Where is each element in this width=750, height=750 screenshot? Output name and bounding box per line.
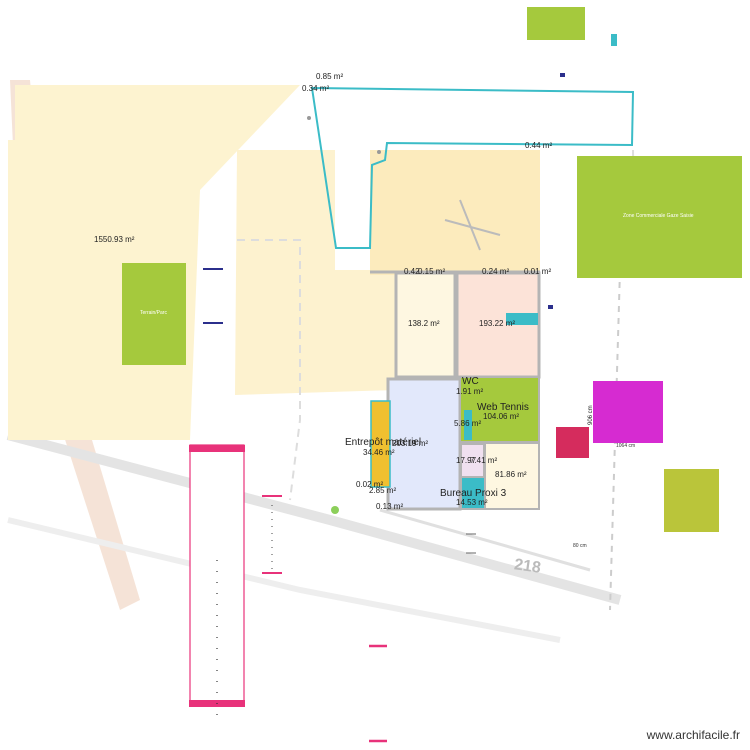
label-area-1453: 14.53 m²	[456, 498, 488, 507]
room-bureau	[460, 476, 486, 510]
label-area-042: 0.42	[404, 267, 420, 276]
label-area-741: 7.41 m²	[470, 456, 498, 465]
label-area-001: 0.01 m²	[524, 267, 552, 276]
crimson-zone	[556, 427, 589, 458]
x-mark-1	[444, 199, 501, 251]
road-line-3	[379, 508, 591, 572]
label-area-044: 0.44 m²	[525, 141, 553, 150]
watermark-link[interactable]: www.archifacile.fr	[646, 728, 740, 742]
small-cyan-block	[464, 410, 472, 440]
dashed-line-1	[237, 239, 301, 501]
label-dim-906: 906 cm	[588, 405, 594, 425]
label-area-20319: 203.19 m²	[392, 439, 429, 448]
room-entrepot	[370, 400, 391, 488]
label-area-586: 5.86 m²	[454, 419, 482, 428]
room-8186	[484, 442, 540, 510]
magenta-zone	[593, 381, 663, 443]
label-area-8186: 81.86 m²	[495, 470, 527, 479]
label-entrepot: Entrepôt matériel	[345, 437, 422, 448]
yard-zone	[235, 150, 395, 395]
label-web-tennis: Web Tennis	[477, 402, 529, 413]
label-wc: WC	[462, 376, 479, 387]
site-zone	[8, 85, 300, 440]
cyan-tiny	[611, 34, 617, 46]
yard-zone-2	[370, 150, 540, 275]
green-dot	[331, 506, 339, 514]
label-area-034: 0.34 m²	[302, 84, 330, 93]
label-dim-1064: 1064 cm	[616, 443, 636, 449]
road-number: 218	[513, 556, 542, 577]
green-zone-commerciale	[577, 156, 742, 278]
label-terrain: Terrain/Parc	[140, 310, 167, 316]
label-area-3446: 34.46 m²	[363, 448, 395, 457]
label-bureau: Bureau Proxi 3	[440, 488, 507, 499]
label-area-1382: 138.2 m²	[408, 319, 440, 328]
green-zone-top	[527, 7, 585, 40]
road-line	[6, 430, 622, 605]
label-area-19322: 193.22 m²	[479, 319, 516, 328]
pink-strip	[189, 444, 245, 706]
grey-dot-1	[377, 150, 381, 154]
label-area-191: 1.91 m²	[456, 387, 484, 396]
label-area-10406: 104.06 m²	[483, 412, 520, 421]
navy-tiny-2	[548, 305, 553, 309]
road-line-2	[7, 517, 561, 643]
label-area-1797: 17.97	[456, 456, 477, 465]
pink-strip-top	[189, 445, 245, 452]
label-zone-commerciale: Zone Commerciale Gaze Saisie	[623, 213, 694, 219]
label-area-big: 1550.93 m²	[94, 235, 135, 244]
cyan-bar	[506, 313, 538, 325]
grey-dot-2	[307, 116, 311, 120]
cyan-boundary	[310, 86, 635, 249]
room-web-tennis	[459, 376, 540, 443]
label-area-013: 0.13 m²	[376, 502, 404, 511]
label-area-002: 0.02 m²	[356, 480, 384, 489]
label-area-024: 0.24 m²	[482, 267, 510, 276]
label-dim-80: 80 cm	[573, 543, 587, 549]
label-area-085: 0.85 m²	[316, 72, 344, 81]
green-zone-terrain	[122, 263, 186, 365]
label-area-015: 0.15 m²	[418, 267, 446, 276]
label-area-285: 2.85 m²	[369, 486, 397, 495]
olive-zone	[664, 469, 719, 532]
navy-tiny-1	[560, 73, 565, 77]
room-138	[394, 271, 457, 379]
